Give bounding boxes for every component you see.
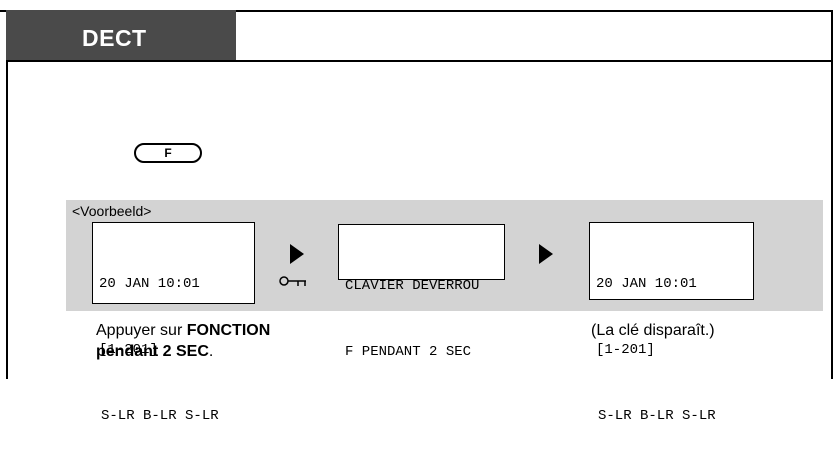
function-key: F (134, 143, 202, 163)
lcd-display-before: 20 JAN 10:01 [1-201] S-LR B-LR S-LR (92, 222, 306, 424)
lcd-line: 20 JAN 10:01 (596, 276, 697, 292)
caption-bold-function: FONCTION (186, 322, 271, 339)
right-arrow-icon (290, 244, 304, 264)
header-divider (6, 60, 833, 62)
result-caption: (La clé disparaît.) (591, 322, 715, 339)
frame-top-border (0, 10, 833, 12)
frame-left-border (6, 10, 8, 379)
lcd-line: F PENDANT 2 SEC (345, 344, 472, 360)
frame-right-border (831, 10, 833, 379)
lcd-line: CLAVIER DEVERROU (345, 278, 480, 294)
lcd-line: S-LR B-LR S-LR (598, 408, 716, 424)
lcd-line: [1-201] (596, 342, 655, 358)
right-arrow-icon (539, 244, 553, 264)
caption-text-suffix: . (208, 343, 214, 360)
lcd-line: [1-201] (99, 342, 158, 358)
lcd-display-message: CLAVIER DEVERROU F PENDANT 2 SEC (338, 224, 505, 360)
section-header-tab: DECT (6, 10, 236, 62)
caption-text: Appuyer sur (96, 322, 187, 339)
key-icon (279, 276, 306, 286)
function-key-label: F (164, 146, 172, 160)
lcd-line: S-LR B-LR S-LR (101, 408, 219, 424)
lcd-display-after: 20 JAN 10:01 [1-201] S-LR B-LR S-LR (589, 222, 754, 424)
caption-bold-duration: pendant 2 SEC (96, 343, 209, 360)
section-title: DECT (82, 25, 147, 51)
example-label: <Voorbeeld> (72, 203, 152, 219)
lcd-line: 20 JAN 10:01 (99, 276, 200, 292)
instruction-caption: Appuyer sur FONCTION pendant 2 SEC. (96, 320, 376, 362)
